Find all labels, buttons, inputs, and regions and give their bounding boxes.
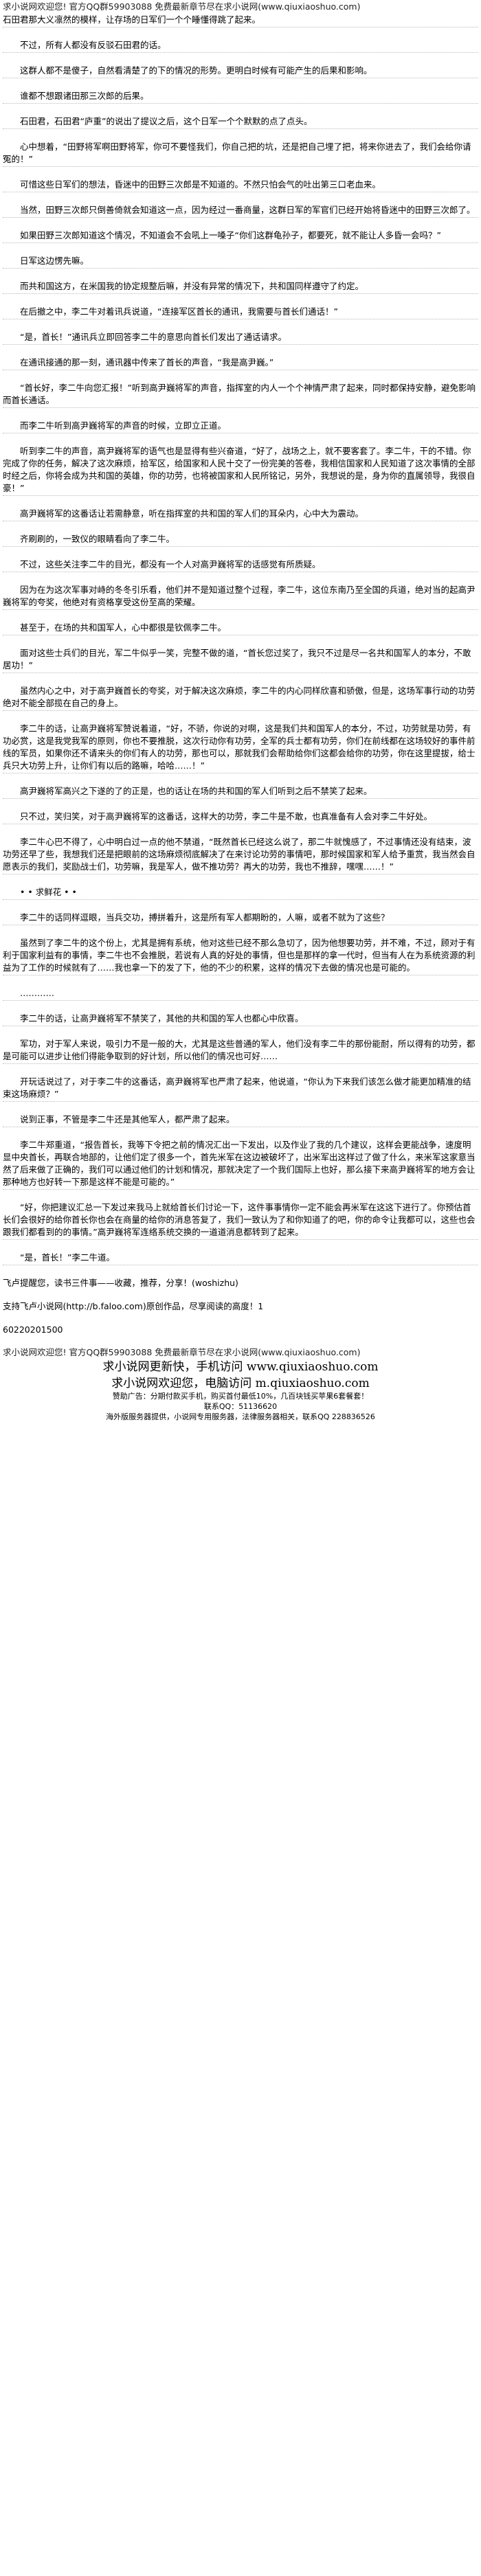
paragraph-16: 而李二牛听到高尹巍将军的声音的时候，立即立正道。 bbox=[3, 420, 478, 433]
paragraph-10: 日军这边愣先嘛。 bbox=[3, 255, 478, 269]
paragraph-13: “是，首长！”通讯兵立即回答李二牛的意思向首长们发出了通话请求。 bbox=[3, 331, 478, 345]
paragraph-12: 在后撤之中，李二牛对着讯兵说道，“连接军区首长的通讯，我需要与首长们通话！” bbox=[3, 306, 478, 319]
reading-reminder: 飞卢提醒您，读书三件事——收藏，推荐，分享！(woshizhu) bbox=[3, 1278, 238, 1288]
paragraph-30: 虽然到了李二牛的这个份上，尤其是拥有系统，他对这些已经不那么急切了，因为他想要功… bbox=[3, 937, 478, 975]
paragraph-36: “好，你把建议汇总一下发过来我马上就给首长们讨论一下，这件事事情你一定不能会再米… bbox=[3, 1201, 478, 1240]
paragraph-19: 齐刷刷的，一致仪的眼睛看向了李二牛。 bbox=[3, 533, 478, 547]
chapter-content: 石田君那大义凛然的模样，让存场的日军们一个个睡懂得跳了起来。 不过，所有人都没有… bbox=[0, 12, 481, 1336]
paragraph-9: 如果田野三次郎知道这个情况，不知道会不会吼上一嗓子“你们这群龟孙子，都要死，就不… bbox=[3, 229, 478, 243]
paragraph-6: 心中想着，“田野将军啊田野将军，你可不要怪我们，你自己把的坑，还是把自己埋了把，… bbox=[3, 141, 478, 167]
paragraph-21: 因为在为这次军事对峙的冬冬引乐看，他们并不是知道过整个过程，李二牛，这位东南乃至… bbox=[3, 584, 478, 610]
server-notice: 海外版服务器提供，小说网专用服务器，法律服务器相关，联系QQ 228836526 bbox=[106, 1412, 375, 1421]
paragraph-31: 李二牛的话，让高尹巍将军不禁笑了，其他的共和国的军人也都心中欣喜。 bbox=[3, 1013, 478, 1026]
mobile-access-link[interactable]: 求小说网更新快，手机访问 www.qiuxiaoshuo.com bbox=[102, 1360, 379, 1374]
support-notice: 支持飞卢小说网(http://b.faloo.com)原创作品，尽享阅读的高度！… bbox=[3, 1301, 264, 1311]
paragraph-25: 李二牛的话，让高尹巍将军赞说着道，“好，不骄，你说的对啊，这是我们共和国军人的本… bbox=[3, 723, 478, 773]
paragraph-14: 在通讯接通的那一刻，通讯器中传来了首长的声音，“我是高尹巍。” bbox=[3, 357, 478, 370]
top-banner: 求小说网欢迎您! 官方QQ群59903088 免费最新章节尽在求小说网(www.… bbox=[3, 1, 361, 12]
paragraph-28: 李二牛心巴不得了，心中明白过一点的他不禁道，“既然首长已经这么说了，那二牛就愧感… bbox=[3, 836, 478, 874]
footer: 求小说网欢迎您! 官方QQ群59903088 免费最新章节尽在求小说网(www.… bbox=[0, 1347, 481, 1422]
paragraph-17: 听到李二牛的声音，高尹巍将军的语气也是显得有些兴奋道，“好了，战场之上，就不要客… bbox=[3, 445, 478, 496]
paragraph-34: 说到正事，不管是李二牛还是其他军人，都严肃了起来。 bbox=[3, 1114, 478, 1127]
paragraph-3: 这群人都不是傻子，自然看清楚了的下的情况的形势。更明白时候有可能产生的后果和影响… bbox=[3, 65, 478, 78]
flower-request: • • 求鲜花 • • bbox=[3, 886, 478, 900]
paragraph-15: “首长好，李二牛向您汇报！”听到高尹巍将军的声音，指挥室的内人一个个神情严肃了起… bbox=[3, 382, 478, 408]
paragraph-4: 谁都不想跟诸田那三次郎的后果。 bbox=[3, 90, 478, 104]
paragraph-22: 甚至于，在场的共和国军人，心中都很是钦佩李二牛。 bbox=[3, 622, 478, 635]
paragraph-20: 不过，这些关注李二牛的目光，都没有一个人对高尹巍将军的话感觉有所质疑。 bbox=[3, 558, 478, 572]
paragraph-5: 石田君，石田君“庐重”的说出了提议之后，这个日军一个个默默的点了点头。 bbox=[3, 115, 478, 129]
footer-banner: 求小说网欢迎您! 官方QQ群59903088 免费最新章节尽在求小说网(www.… bbox=[3, 1347, 361, 1357]
paragraph-23: 面对这些士兵们的目光，军二牛似乎一笑，完整不做的道，“首长您过奖了，我只不过是尽… bbox=[3, 647, 478, 673]
sponsor-ad[interactable]: 赞助广告：分期付款买手机，购买首付最低10%，几百块钱买苹果6套餐套！ bbox=[112, 1392, 369, 1401]
paragraph-18: 高尹巍将军的这番话让若需静意，听在指挥室的共和国的军人们的耳朵内，心中大为震动。 bbox=[3, 508, 478, 521]
contact-qq: 联系QQ：51136620 bbox=[203, 1402, 278, 1411]
pc-access-link[interactable]: 求小说网欢迎您，电脑访问 m.qiuxiaoshuo.com bbox=[111, 1377, 370, 1390]
chapter-id: 60220201500 bbox=[3, 1324, 63, 1335]
paragraph-29: 李二牛的话同样逗眼，当兵交功，搏拼着升，这是所有军人都期盼的，人嘛，或者不就为了… bbox=[3, 912, 478, 925]
ellipsis-separator: ………… bbox=[3, 987, 478, 1001]
paragraph-32: 军功，对于军人来说，吸引力不是一般的大，尤其是这些普通的军人，他们没有李二牛的那… bbox=[3, 1038, 478, 1064]
paragraph-35: 李二牛郑重道，“报告首长，我等下令把之前的情况汇出一下发出，以及作业了我的几个建… bbox=[3, 1139, 478, 1190]
paragraph-2: 不过，所有人都没有反驳石田君的话。 bbox=[3, 39, 478, 53]
paragraph-8: 当然，田野三次郎只倒善倚就会知道这一点，因为经过一番商量，这群日军的军官们已经开… bbox=[3, 204, 478, 218]
paragraph-11: 而共和国这方，在米国我的协定规整后嘛，并没有异常的情况下，共和国同样遵守了约定。 bbox=[3, 280, 478, 294]
paragraph-37: “是，首长！”李二牛道。 bbox=[3, 1252, 478, 1265]
paragraph-7: 可惜这些日军们的想法，昏迷中的田野三次郎是不知道的。不然只怕会气的吐出第三口老血… bbox=[3, 179, 478, 192]
paragraph-33: 开玩话说过了，对于李二牛的这番话，高尹巍将军也严肃了起来，他说道，“你认为下来我… bbox=[3, 1076, 478, 1102]
paragraph-27: 只不过，笑归笑，对于高尹巍将军的这番话，这样大的功劳，李二牛是不敢，也真准备有人… bbox=[3, 811, 478, 824]
paragraph-1: 石田君那大义凛然的模样，让存场的日军们一个个睡懂得跳了起来。 bbox=[3, 14, 478, 27]
paragraph-24: 虽然内心之中，对于高尹巍首长的夸奖，对于解决这次麻烦，李二牛的内心同样欣喜和骄傲… bbox=[3, 685, 478, 711]
paragraph-26: 高尹巍将军高兴之下遂的了的正是，也的话让在场的共和国的军人们听到之后不禁笑了起来… bbox=[3, 785, 478, 799]
